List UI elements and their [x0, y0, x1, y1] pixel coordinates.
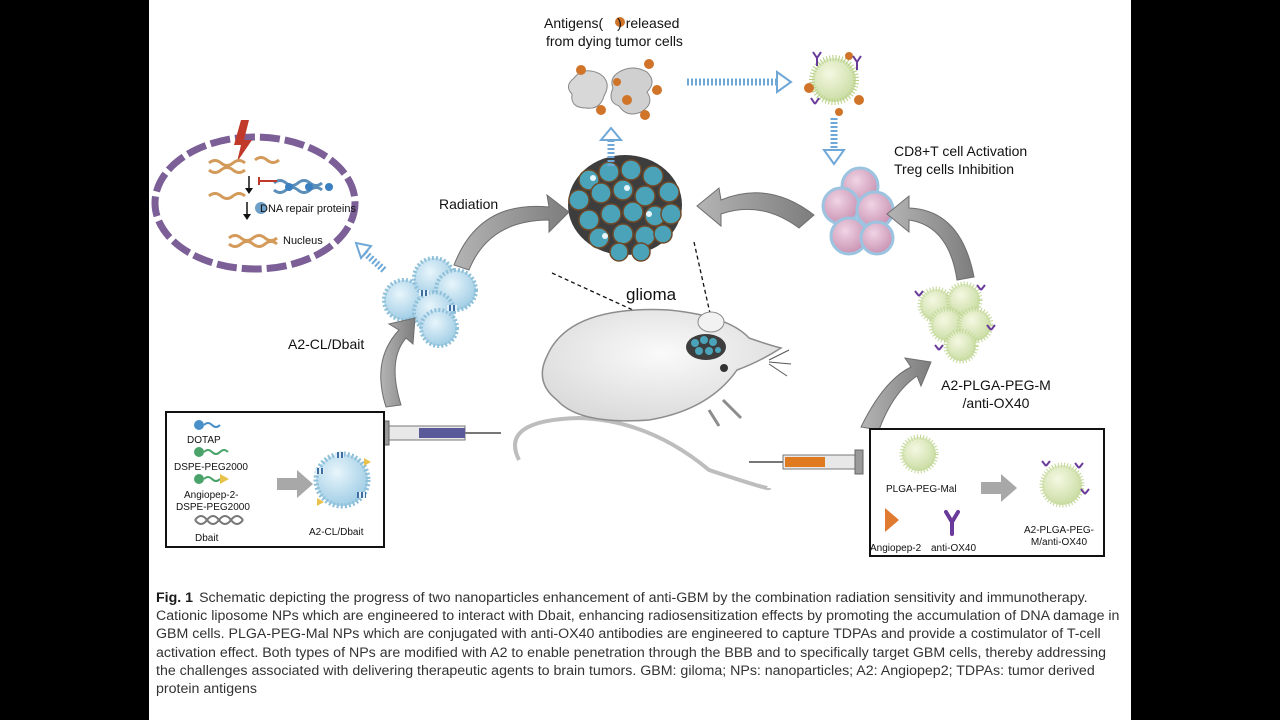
plga-peg-mal-label: PLGA-PEG-Mal [886, 484, 957, 495]
gray-arrow-icon [277, 470, 313, 498]
plga-peg-mal-particle [899, 434, 939, 474]
caption-text: Schematic depicting the progress of two … [156, 590, 1120, 698]
gray-curved-arrows [380, 187, 975, 431]
a2-cl-dbait-label: A2-CL/Dbait [288, 336, 365, 352]
dotap-icon [194, 420, 221, 430]
a2-plga-label-line2: /anti-OX40 [962, 395, 1030, 411]
mouse-illustration [513, 308, 792, 491]
plga-anti-ox40-cluster [914, 281, 996, 364]
cd8-activation-label: CD8+T cell Activation [894, 143, 1028, 159]
a2-cl-dbait-particle [313, 451, 371, 509]
angiopep-dspe-label-line1: Angiopep-2- [184, 490, 239, 501]
nucleus-label: Nucleus [283, 235, 323, 247]
dotap-label: DOTAP [187, 435, 221, 446]
left-box-product-label: A2-CL/Dbait [309, 527, 364, 538]
a2-cl-dbait-cluster [382, 256, 478, 348]
radiation-label: Radiation [439, 196, 499, 212]
glioma-label: glioma [626, 285, 677, 304]
blue-arrow-to-antigens [598, 126, 624, 166]
nucleus-diagram [151, 120, 359, 273]
treg-inhibition-label: Treg cells Inhibition [894, 161, 1015, 177]
glioma-pointer-line [551, 272, 695, 339]
antigens-label-part1: Antigens( [544, 15, 604, 31]
angiopep-2-label: Angiopep-2 [870, 543, 922, 554]
dbait-icon [194, 515, 244, 525]
antigens-label-line2: from dying tumor cells [546, 33, 683, 49]
antigen-dot-icon [615, 17, 625, 27]
angiopep-dspe-icon [194, 474, 229, 484]
a2-plga-product-particle [1039, 460, 1090, 508]
dbait-label: Dbait [195, 533, 219, 544]
t-cell-cluster [821, 166, 895, 256]
antigens-label-part2: ) released [617, 15, 680, 31]
figure-page: Antigens( ) released from dying tumor cel… [149, 0, 1131, 720]
right-syringe-icon [749, 449, 864, 475]
plga-particle-antigen-loaded [804, 51, 864, 116]
radiation-bolt-icon [234, 120, 252, 162]
right-box-plga-formulation [869, 428, 1105, 557]
glioma-pointer-line [693, 241, 717, 341]
blue-arrow-to-tcells [822, 118, 846, 166]
figure-number: Fig. 1 [156, 590, 194, 606]
dna-repair-label: DNA repair proteins [260, 203, 356, 215]
anti-ox40-antibody-icon [944, 510, 960, 536]
diagram-illustration [151, 17, 1105, 557]
dspe-peg-icon [194, 447, 229, 457]
anti-ox40-label: anti-OX40 [931, 543, 977, 554]
dspe-peg2000-label: DSPE-PEG2000 [174, 462, 248, 473]
angiopep-dspe-label-line2: DSPE-PEG2000 [176, 502, 250, 513]
gray-arrow-icon [981, 474, 1017, 502]
right-box-product-label-line1: A2-PLGA-PEG- [1023, 525, 1095, 536]
a2-plga-label-line1: A2-PLGA-PEG-M [941, 377, 1051, 393]
tumor-cell-mass [568, 155, 682, 262]
left-box-liposome-formulation [165, 411, 385, 548]
blue-arrow-to-capture [687, 70, 793, 94]
blue-arrow-to-nucleus [354, 241, 387, 273]
antigens-label: Antigens( ) released [544, 15, 679, 31]
right-box-product-label-line2: M/anti-OX40 [1030, 537, 1088, 548]
dying-tumor-cells [568, 59, 662, 120]
angiopep-2-icon [885, 508, 899, 532]
left-syringe-icon [380, 420, 501, 446]
